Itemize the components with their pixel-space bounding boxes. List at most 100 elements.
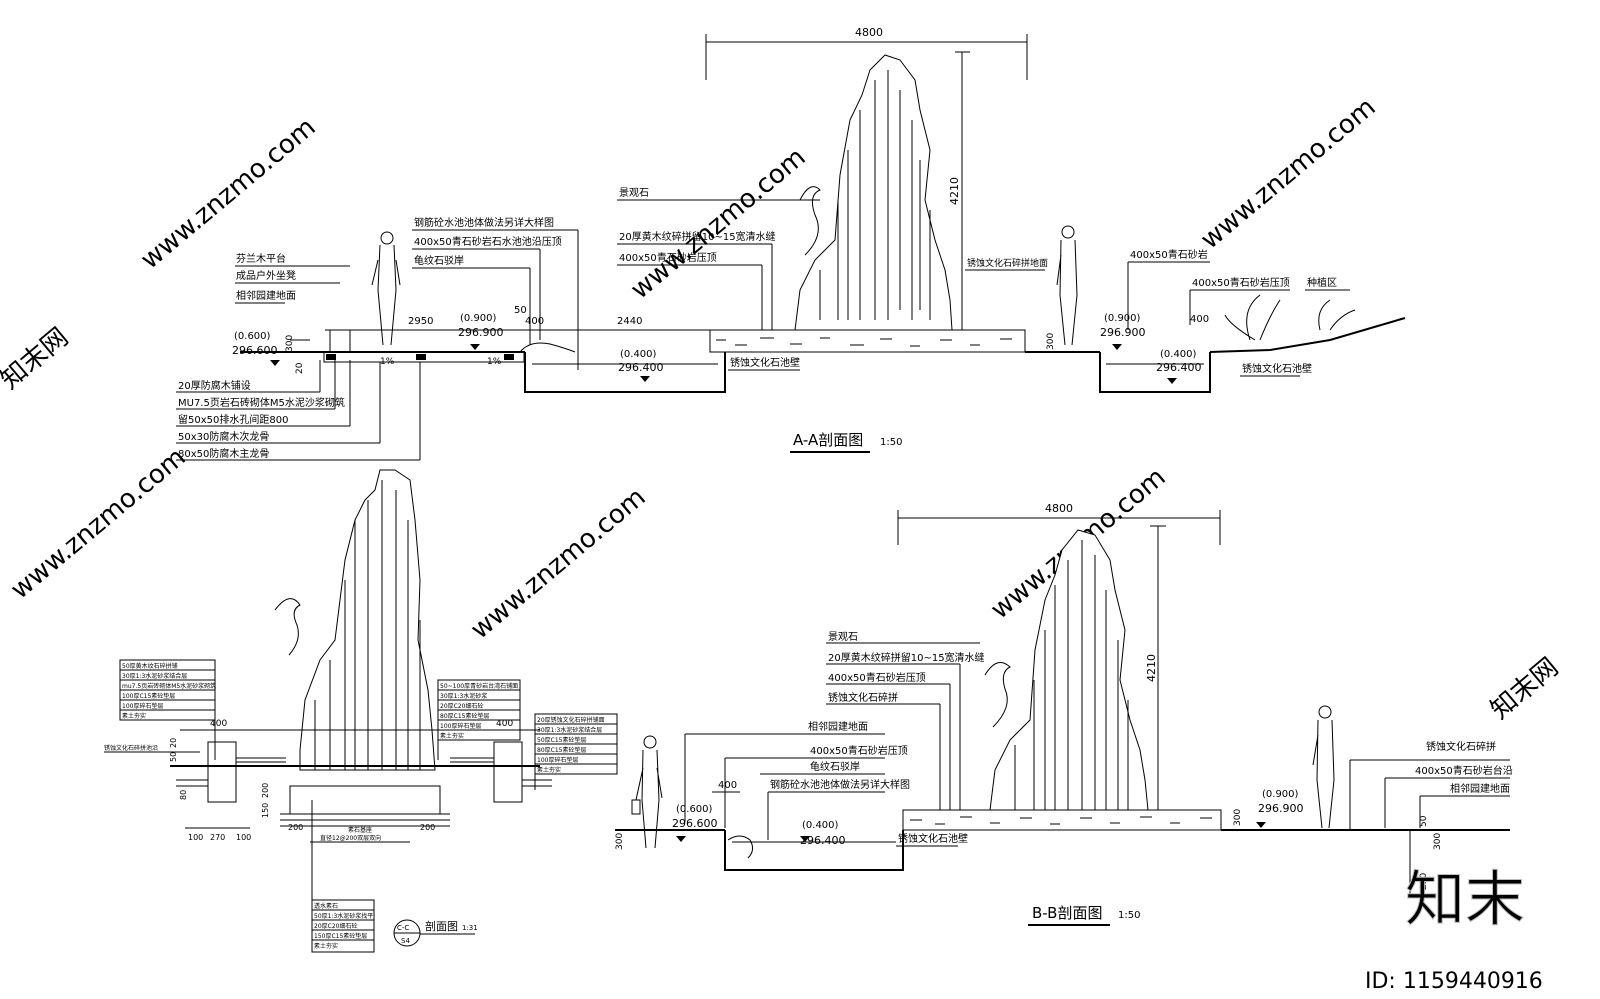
svg-text:龟纹石驳岸: 龟纹石驳岸 — [810, 760, 860, 773]
svg-text:锈蚀文化石池壁: 锈蚀文化石池壁 — [898, 832, 968, 845]
base-texture — [910, 816, 1212, 825]
bubble-bottom: S4 — [401, 937, 410, 945]
pool-b — [724, 830, 904, 871]
label-layer: 20厚防腐木铺设 — [178, 379, 251, 392]
svg-text:相邻园建地面: 相邻园建地面 — [808, 720, 868, 733]
dim-200: 200 — [288, 823, 303, 832]
dim-100: 100 — [188, 833, 203, 842]
dim-300: 300 — [1046, 333, 1056, 350]
svg-text:(0.900): (0.900) — [460, 313, 497, 324]
svg-text:(0.400): (0.400) — [620, 349, 657, 360]
svg-text:种植区: 种植区 — [1307, 276, 1337, 289]
pool-wall-right — [493, 741, 523, 803]
svg-text:景观石: 景观石 — [619, 187, 649, 199]
section-aa: 4800 4210 1% 1% — [176, 26, 1406, 461]
svg-text:296.900: 296.900 — [458, 326, 504, 339]
svg-text:50厚1:3水泥砂浆找平: 50厚1:3水泥砂浆找平 — [314, 912, 373, 920]
pool-right — [1099, 352, 1211, 393]
right-label-stack: 400x50青石砂岩 400x50青石砂岩压顶 种植区 锈蚀文化石池壁 — [1127, 248, 1350, 377]
level-marker: (0.400) 296.400 — [1156, 349, 1202, 384]
svg-text:钢筋砼水池池体做法另详大样图: 钢筋砼水池池体做法另详大样图 — [414, 216, 554, 229]
layer-table-right: 20厚锈蚀文化石碎拼铺面 30厚1:3水泥砂浆结合层 50厚C15素砼垫层 80… — [534, 713, 618, 790]
svg-text:296.600: 296.600 — [232, 344, 278, 357]
dim-250: 250 — [1419, 873, 1429, 890]
dim-50: 50 — [169, 752, 178, 762]
turtle-stone — [727, 835, 754, 859]
dim-height: 4210 — [1145, 654, 1158, 682]
label-base: 素石基座 — [348, 826, 372, 834]
section-bb-title: B-B剖面图 — [1032, 904, 1102, 922]
watermark-brand-1: 知末网 — [0, 322, 74, 395]
svg-text:400x50青石砂岩: 400x50青石砂岩 — [1130, 248, 1208, 261]
svg-text:素土夯实: 素土夯实 — [537, 766, 561, 774]
svg-text:400x50青石砂岩压顶: 400x50青石砂岩压顶 — [810, 744, 908, 757]
svg-text:锈蚀文化石碎拼: 锈蚀文化石碎拼 — [828, 691, 898, 704]
brand-logo: 知末 — [1405, 865, 1525, 935]
svg-text:(0.600): (0.600) — [676, 804, 713, 815]
dim-300: 300 — [615, 833, 625, 850]
person-figure — [631, 735, 663, 849]
dim-80: 80 — [179, 790, 188, 800]
dim-150: 150 — [261, 803, 270, 818]
svg-text:100厚C15素砼垫层: 100厚C15素砼垫层 — [122, 692, 175, 700]
dim-50: 50 — [514, 305, 527, 316]
svg-text:296.900: 296.900 — [1258, 802, 1304, 815]
pool-wall-left — [207, 741, 237, 803]
level-marker: (0.400) 296.400 — [800, 820, 846, 847]
person-figure — [1312, 705, 1335, 829]
svg-text:296.400: 296.400 — [1156, 361, 1202, 374]
level-marker: (0.400) 296.400 — [618, 349, 664, 382]
deck-joist — [416, 354, 426, 360]
svg-text:100厚碎石垫层: 100厚碎石垫层 — [537, 756, 578, 764]
section-bb-scale: 1:50 — [1118, 910, 1140, 921]
svg-text:296.900: 296.900 — [1100, 326, 1146, 339]
svg-text:相邻园建地面: 相邻园建地面 — [1450, 782, 1510, 795]
stone-base — [709, 329, 1026, 353]
person-figure — [371, 231, 401, 346]
svg-text:(0.900): (0.900) — [1104, 313, 1141, 324]
turtle-stone — [519, 342, 576, 353]
label-rebar: 直径12@200双层双向 — [320, 834, 381, 842]
section-aa-title: A-A剖面图 — [793, 431, 863, 449]
svg-text:400x50青石砂岩压顶: 400x50青石砂岩压顶 — [1192, 276, 1290, 289]
svg-text:50厚黄木纹石碎拼铺: 50厚黄木纹石碎拼铺 — [122, 662, 178, 670]
mid-label-stack: 钢筋砼水池池体做法另详大样图 400x50青石砂岩石水池池沿压顶 龟纹石驳岸 景… — [412, 187, 1048, 371]
dim-400: 400 — [210, 719, 227, 729]
svg-text:400x50青石砂岩压顶: 400x50青石砂岩压顶 — [828, 671, 926, 684]
dim-400: 400 — [718, 780, 737, 791]
svg-text:50~100厚青砂岩台湾石铺面: 50~100厚青砂岩台湾石铺面 — [440, 682, 518, 690]
dim-400: 400 — [525, 316, 544, 327]
watermark-5: www.znzmo.com — [465, 482, 651, 645]
person-figure — [1056, 225, 1078, 346]
svg-text:400x50青石砂岩石水池池沿压顶: 400x50青石砂岩石水池池沿压顶 — [414, 235, 562, 248]
stone-base — [902, 809, 1222, 831]
svg-text:(0.900): (0.900) — [1262, 789, 1299, 800]
svg-text:296.400: 296.400 — [618, 361, 664, 374]
svg-text:20厚黄木纹碎拼留10~15宽清水缝: 20厚黄木纹碎拼留10~15宽清水缝 — [619, 230, 776, 243]
label-layer: MU7.5页岩石砖砌体M5水泥沙浆砌筑 — [178, 396, 345, 409]
svg-text:400x50青石砂岩压顶: 400x50青石砂岩压顶 — [619, 251, 717, 264]
svg-text:素土夯实: 素土夯实 — [314, 942, 338, 950]
bubble-top: C-C — [397, 924, 409, 932]
svg-text:锈蚀文化石池壁: 锈蚀文化石池壁 — [730, 356, 800, 369]
svg-text:20厚锈蚀文化石碎拼铺面: 20厚锈蚀文化石碎拼铺面 — [537, 716, 605, 724]
label-finnish-deck: 芬兰木平台 — [236, 252, 286, 265]
rock-texture — [314, 480, 421, 770]
svg-text:(0.600): (0.600) — [234, 331, 271, 342]
dim-400-right: 400 — [1190, 314, 1209, 325]
pine-branch — [984, 662, 1011, 728]
paving-layers — [176, 757, 552, 787]
svg-text:80厚C15素砼垫层: 80厚C15素砼垫层 — [440, 712, 489, 720]
dim-100: 100 — [236, 833, 251, 842]
rock-texture — [1014, 540, 1129, 810]
level-marker: (0.600) 296.600 — [672, 804, 718, 842]
dim-width: 4800 — [855, 26, 883, 39]
landscape-rock — [794, 54, 953, 331]
bb-left-labels: 景观石 20厚黄木纹碎拼留10~15宽清水缝 400x50青石砂岩压顶 锈蚀文化… — [684, 631, 985, 847]
svg-text:296.400: 296.400 — [800, 834, 846, 847]
dim-height: 4210 — [948, 177, 961, 205]
left-bottom-label-stack: 20厚防腐木铺设 MU7.5页岩石砖砌体M5水泥沙浆砌筑 留50x50排水孔间距… — [176, 360, 421, 461]
label-edge: 锈蚀文化石碎拼池沿 — [104, 744, 158, 752]
svg-text:30厚1:3水泥砂浆: 30厚1:3水泥砂浆 — [440, 692, 487, 700]
bb-right-labels: 锈蚀文化石碎拼 400x50青石砂岩台沿 相邻园建地面 — [1349, 740, 1513, 830]
